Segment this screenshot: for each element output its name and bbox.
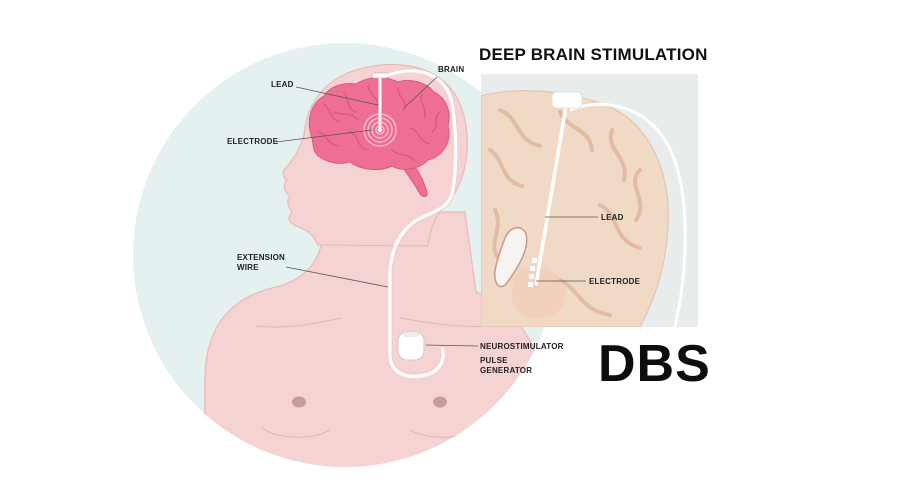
extension-wire-outline — [387, 68, 459, 374]
inset-electrode-contacts — [528, 258, 537, 287]
label-pulse-generator: PULSE GENERATOR — [480, 356, 533, 375]
inset-ventricle — [494, 226, 528, 288]
leader-extension-wire — [285, 266, 389, 288]
brain-cross-section-inset — [481, 74, 698, 327]
right-nipple — [433, 396, 447, 408]
inset-burr-hole-cap — [551, 91, 583, 109]
torso — [204, 211, 546, 467]
inset-folds — [488, 108, 643, 317]
collarbone-right — [399, 317, 491, 327]
burr-hole-cap — [371, 72, 389, 79]
dbs-abbreviation: DBS — [598, 335, 711, 393]
inset-lead-outer — [569, 102, 687, 327]
extension-wire — [387, 69, 458, 378]
inset-lead — [534, 105, 568, 286]
neurostimulator-header — [403, 332, 419, 337]
inset-deep-structure — [511, 266, 566, 319]
collarbone-left — [254, 317, 343, 328]
label-brain: BRAIN — [438, 65, 465, 74]
chest-line-left — [261, 427, 331, 438]
label-neurostimulator: NEUROSTIMULATOR — [480, 342, 564, 351]
brain-stem — [402, 167, 428, 197]
label-electrode: ELECTRODE — [227, 137, 279, 146]
leader-lead — [295, 86, 379, 106]
label-inset-lead: LEAD — [601, 213, 624, 222]
leader-lines — [275, 76, 598, 347]
diagram-title: DEEP BRAIN STIMULATION — [479, 45, 708, 64]
leader-electrode — [275, 129, 373, 143]
left-nipple — [292, 396, 306, 408]
electrode-tip — [377, 127, 383, 133]
label-extension-wire: EXTENSION WIRE — [237, 253, 286, 272]
leader-neurostimulator — [425, 344, 479, 347]
leader-brain — [403, 76, 438, 109]
label-lead: LEAD — [271, 80, 294, 89]
label-inset-electrode: ELECTRODE — [589, 277, 641, 286]
